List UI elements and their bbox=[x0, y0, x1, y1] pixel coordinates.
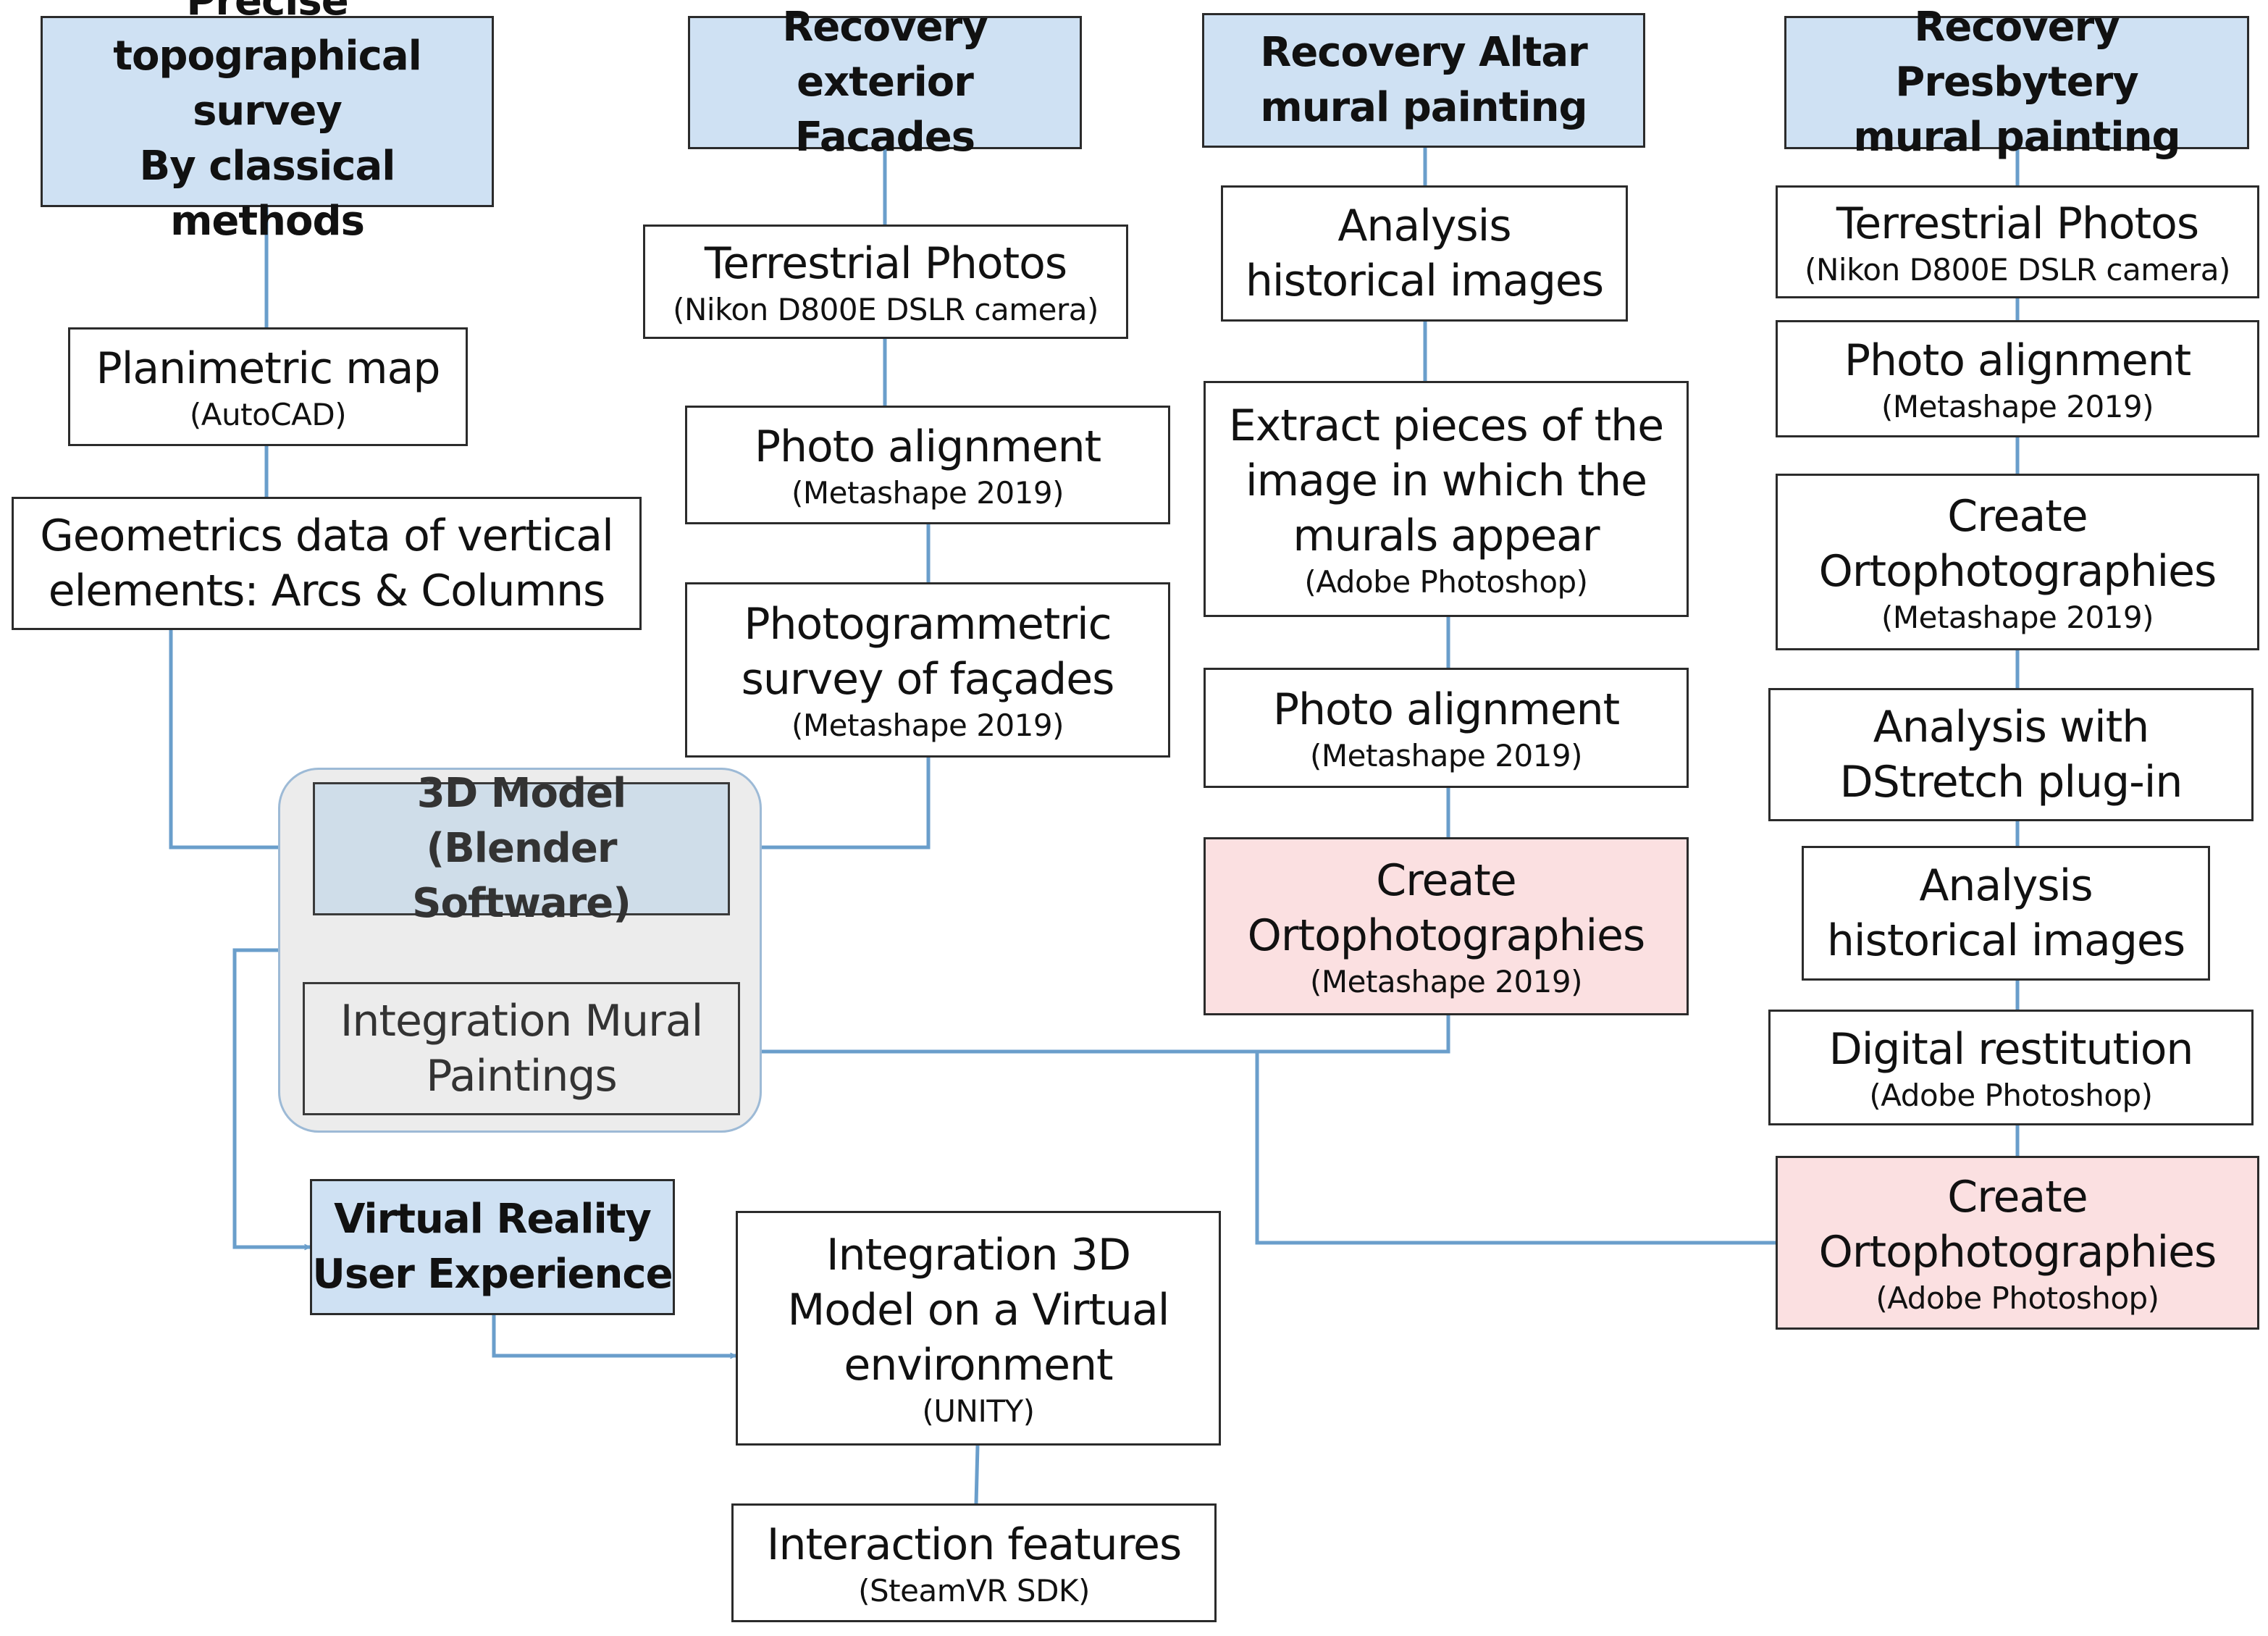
presbytery-terrestrial-photos-sub: (Nikon D800E DSLR camera) bbox=[1805, 252, 2230, 288]
presbytery-digital-restitution-title: Digital restitution bbox=[1828, 1024, 2194, 1075]
facades-terrestrial-photos-sub: (Nikon D800E DSLR camera) bbox=[673, 292, 1099, 327]
presbytery-photo-alignment-title: Photo alignment bbox=[1844, 335, 2191, 386]
facades-photogrammetric-survey-title: Photogrammetric survey of façades bbox=[741, 599, 1115, 705]
header-recovery-presbytery-title: Recovery Presbytery mural painting bbox=[1853, 4, 2180, 161]
facades-photogrammetric-survey-sub: (Metashape 2019) bbox=[791, 708, 1064, 743]
integration-mural-paintings-title: Integration Mural Paintings bbox=[340, 996, 704, 1102]
header-recovery-altar: Recovery Altar mural painting bbox=[1202, 13, 1645, 148]
unity-integration-sub: (UNITY) bbox=[922, 1393, 1035, 1429]
presbytery-terrestrial-photos-title: Terrestrial Photos bbox=[1836, 198, 2199, 249]
arrow-vr-unity bbox=[492, 1315, 736, 1356]
interaction-features-sub: (SteamVR SDK) bbox=[858, 1573, 1090, 1608]
header-topographical-survey-title: Precise topographical survey By classica… bbox=[113, 0, 422, 245]
presbytery-create-ortophotographies-2-sub: (Adobe Photoshop) bbox=[1876, 1280, 2159, 1316]
line-orto2-merge bbox=[1255, 1052, 1776, 1245]
presbytery-terrestrial-photos-box: Terrestrial Photos (Nikon D800E DSLR cam… bbox=[1776, 185, 2259, 298]
planimetric-map-title: Planimetric map bbox=[96, 343, 441, 394]
altar-photo-alignment-title: Photo alignment bbox=[1272, 684, 1620, 735]
altar-historical-images-box: Analysis historical images bbox=[1221, 185, 1628, 322]
planimetric-map-sub: (AutoCAD) bbox=[189, 397, 347, 432]
presbytery-digital-restitution-box: Digital restitution (Adobe Photoshop) bbox=[1768, 1010, 2254, 1125]
altar-photo-alignment-box: Photo alignment (Metashape 2019) bbox=[1204, 668, 1689, 788]
presbytery-digital-restitution-sub: (Adobe Photoshop) bbox=[1869, 1078, 2153, 1113]
altar-extract-pieces-sub: (Adobe Photoshop) bbox=[1304, 564, 1588, 600]
arrow-geometrics-model bbox=[169, 630, 313, 847]
header-recovery-altar-title: Recovery Altar mural painting bbox=[1260, 29, 1588, 131]
presbytery-create-ortophotographies-sub: (Metashape 2019) bbox=[1881, 600, 2154, 635]
facades-terrestrial-photos-box: Terrestrial Photos (Nikon D800E DSLR cam… bbox=[643, 225, 1128, 339]
facades-photo-alignment-title: Photo alignment bbox=[754, 421, 1101, 472]
header-topographical-survey: Precise topographical survey By classica… bbox=[41, 0, 494, 245]
arrow-group-vr bbox=[232, 948, 310, 1247]
presbytery-historical-images-box: Analysis historical images bbox=[1802, 846, 2210, 981]
arrow-survey-model bbox=[730, 758, 931, 847]
presbytery-create-ortophotographies-box: Create Ortophotographies (Metashape 2019… bbox=[1776, 474, 2259, 650]
altar-create-ortophotographies-title: Create Ortophotographies bbox=[1247, 855, 1646, 961]
facades-photo-alignment-sub: (Metashape 2019) bbox=[791, 475, 1064, 511]
altar-create-ortophotographies-box: Create Ortophotographies (Metashape 2019… bbox=[1204, 837, 1689, 1015]
altar-historical-images-title: Analysis historical images bbox=[1245, 201, 1604, 306]
virtual-reality-title: Virtual Reality User Experience bbox=[312, 1196, 673, 1298]
unity-integration-box: Integration 3D Model on a Virtual enviro… bbox=[736, 1211, 1221, 1446]
altar-extract-pieces-title: Extract pieces of the image in which the… bbox=[1228, 400, 1664, 561]
presbytery-create-ortophotographies-2-box: Create Ortophotographies (Adobe Photosho… bbox=[1776, 1156, 2259, 1330]
geometrics-data-box: Geometrics data of vertical elements: Ar… bbox=[12, 497, 642, 630]
planimetric-map-box: Planimetric map (AutoCAD) bbox=[68, 327, 468, 446]
facades-photo-alignment-box: Photo alignment (Metashape 2019) bbox=[685, 406, 1170, 524]
facades-terrestrial-photos-title: Terrestrial Photos bbox=[704, 238, 1067, 289]
model-3d-title: 3D Model (Blender Software) bbox=[412, 770, 631, 927]
geometrics-data-title: Geometrics data of vertical elements: Ar… bbox=[40, 511, 613, 616]
header-recovery-facades-title: Recovery exterior Facades bbox=[782, 4, 988, 161]
arrow-orto-integration bbox=[740, 1015, 1450, 1052]
virtual-reality-box: Virtual Reality User Experience bbox=[310, 1179, 675, 1315]
altar-create-ortophotographies-sub: (Metashape 2019) bbox=[1309, 964, 1583, 999]
altar-photo-alignment-sub: (Metashape 2019) bbox=[1309, 738, 1583, 773]
presbytery-photo-alignment-sub: (Metashape 2019) bbox=[1881, 389, 2154, 424]
line-unity-interaction bbox=[974, 1445, 980, 1504]
presbytery-create-ortophotographies-2-title: Create Ortophotographies bbox=[1818, 1172, 2217, 1278]
presbytery-dstretch-title: Analysis with DStretch plug-in bbox=[1839, 702, 2183, 807]
header-recovery-facades: Recovery exterior Facades bbox=[688, 4, 1082, 161]
model-3d-box: 3D Model (Blender Software) bbox=[313, 770, 730, 927]
altar-extract-pieces-box: Extract pieces of the image in which the… bbox=[1204, 381, 1689, 617]
presbytery-photo-alignment-box: Photo alignment (Metashape 2019) bbox=[1776, 320, 2259, 437]
presbytery-dstretch-box: Analysis with DStretch plug-in bbox=[1768, 688, 2254, 821]
header-recovery-presbytery: Recovery Presbytery mural painting bbox=[1784, 4, 2249, 161]
unity-integration-title: Integration 3D Model on a Virtual enviro… bbox=[787, 1230, 1170, 1390]
interaction-features-title: Interaction features bbox=[766, 1519, 1182, 1570]
presbytery-create-ortophotographies-title: Create Ortophotographies bbox=[1818, 491, 2217, 597]
presbytery-historical-images-title: Analysis historical images bbox=[1826, 860, 2185, 966]
integration-mural-paintings-box: Integration Mural Paintings bbox=[303, 982, 740, 1115]
facades-photogrammetric-survey-box: Photogrammetric survey of façades (Metas… bbox=[685, 582, 1170, 758]
interaction-features-box: Interaction features (SteamVR SDK) bbox=[731, 1503, 1217, 1622]
